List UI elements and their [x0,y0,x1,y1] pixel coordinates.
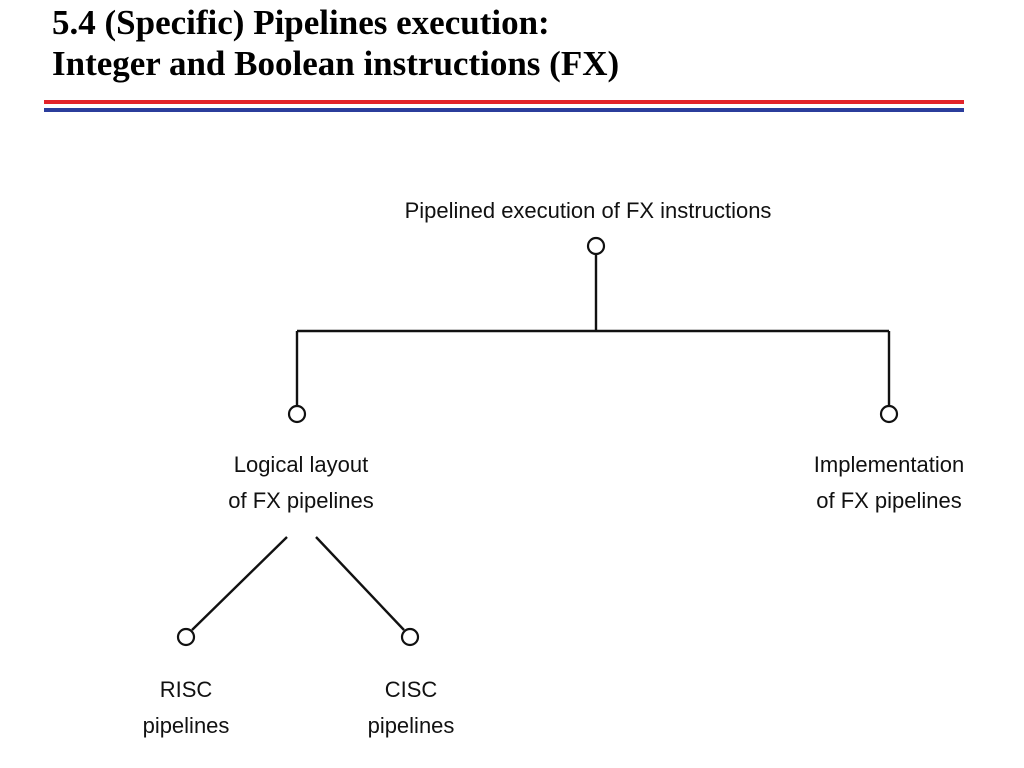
logical-layout-label-line-1: Logical layout [234,452,369,477]
slide-title-line-2: Integer and Boolean instructions (FX) [52,44,620,83]
root-node-label: Pipelined execution of FX instructions [405,198,772,223]
risc-label-line-2: pipelines [143,713,230,738]
implementation-label-line-1: Implementation [814,452,964,477]
risc-node-circle [176,627,196,647]
logical-layout-label-line-2: of FX pipelines [228,488,374,513]
cisc-label-line-1: CISC [385,677,438,702]
cisc-label-line-2: pipelines [368,713,455,738]
title-underline-red [44,100,964,104]
root-node-circle [586,236,606,256]
logical-layout-node-circle [287,404,307,424]
slide-title-line-1: 5.4 (Specific) Pipelines execution: [52,3,550,42]
cisc-node-circle [400,627,420,647]
slide-title: 5.4 (Specific) Pipelines execution: Inte… [52,2,619,84]
risc-label-line-1: RISC [160,677,213,702]
risc-diagonal-connector [191,536,288,631]
implementation-label-line-2: of FX pipelines [816,488,962,513]
title-underline-blue [44,108,964,112]
cisc-diagonal-connector [315,536,405,631]
implementation-node-circle [879,404,899,424]
